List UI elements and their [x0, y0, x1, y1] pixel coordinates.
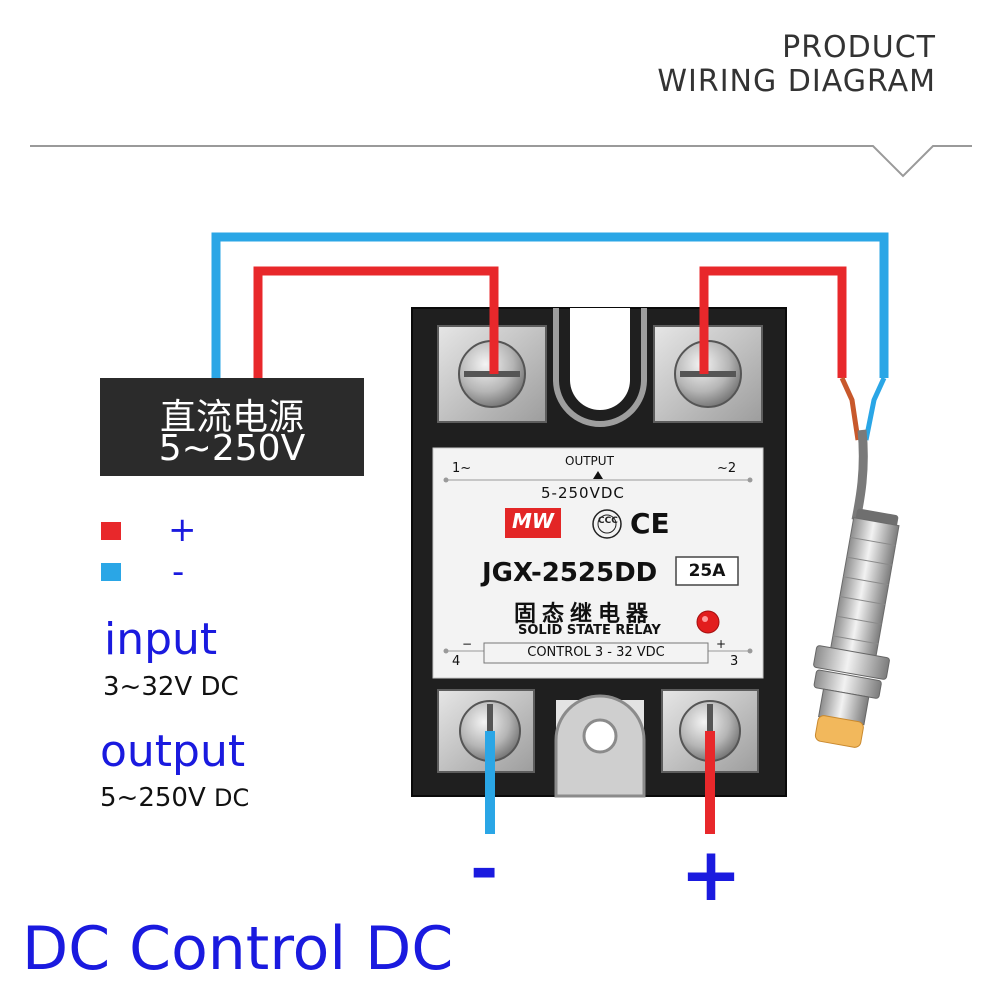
legend-label-plus: + — [168, 510, 197, 550]
relay-term-2: ~2 — [717, 461, 737, 476]
header-title-line1: PRODUCT — [782, 30, 936, 65]
relay-plus-sign: + — [716, 637, 727, 651]
wires — [211, 232, 889, 834]
proximity-sensor — [813, 376, 900, 748]
red-wire-top-left — [253, 266, 499, 378]
bottom-minus-label: - — [470, 830, 499, 909]
blue-wire-top — [211, 232, 889, 378]
legend-label-minus: - — [172, 552, 185, 592]
power-supply-voltage: 5~250V — [158, 428, 306, 469]
relay-current-rating: 25A — [688, 561, 726, 581]
relay-minus-sign: − — [462, 637, 473, 651]
power-supply-box — [100, 378, 364, 476]
ccc-icon: CCC — [598, 516, 618, 526]
relay-name-en: SOLID STATE RELAY — [518, 623, 661, 638]
header-divider — [30, 145, 972, 178]
relay-term-3: 3 — [730, 654, 739, 669]
ce-mark-icon: CE — [630, 507, 670, 540]
relay-control-rating: CONTROL 3 - 32 VDC — [527, 645, 665, 660]
output-voltage: 5~250V — [100, 783, 206, 813]
relay-model: JGX-2525DD — [482, 558, 658, 588]
relay-term-1: 1~ — [452, 461, 472, 476]
relay-output-label: OUTPUT — [565, 454, 614, 468]
relay-name-cn: 固态继电器 — [514, 602, 655, 627]
red-wire-top-right — [699, 266, 847, 378]
output-title: output — [100, 726, 246, 777]
power-supply-title: 直流电源 — [159, 397, 304, 438]
relay-voltage: 5-250VDC — [541, 484, 625, 502]
legend-swatch-blue — [101, 563, 121, 581]
output-value: 5~250V DC — [100, 783, 249, 813]
legend-swatch-red — [101, 522, 121, 540]
output-unit: DC — [214, 784, 250, 812]
relay-label-panel — [432, 447, 764, 679]
brand-logo: MW — [512, 509, 554, 533]
input-value: 3~32V DC — [103, 672, 239, 702]
input-title: input — [104, 614, 218, 665]
bottom-plus-label: + — [680, 832, 743, 918]
header-title-line2: WIRING DIAGRAM — [657, 64, 936, 99]
relay-term-4: 4 — [452, 654, 461, 669]
footer-title: DC Control DC — [22, 914, 454, 984]
